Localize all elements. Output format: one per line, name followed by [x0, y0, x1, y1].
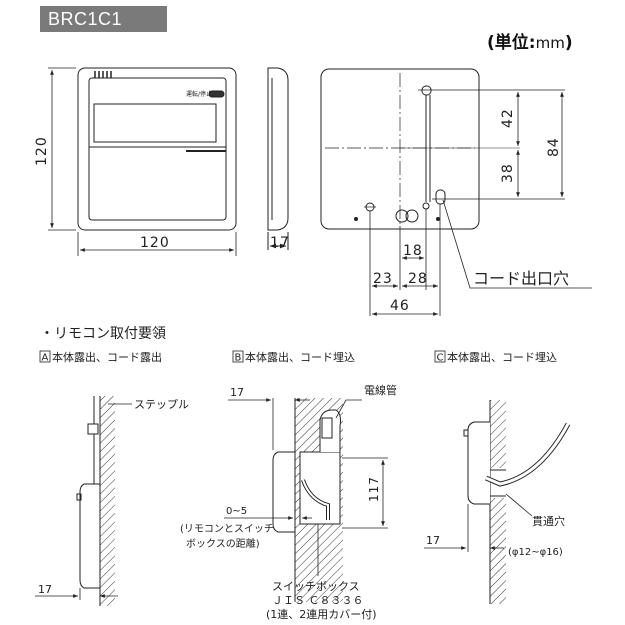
- method-a-caption: A 本体露出、コード露出: [39, 350, 162, 364]
- vent-slots: [94, 71, 112, 78]
- back-dim-46: 46: [390, 298, 410, 314]
- back-dim-38: 38: [500, 163, 516, 183]
- center-mounting-hole: [422, 202, 430, 210]
- model-badge: BRC1C1: [40, 6, 167, 32]
- switch-box-standard: ＪＩＳ Ｃ８３３６: [272, 594, 364, 607]
- staple-label: ステップル: [134, 398, 189, 411]
- knockout-hole-left: [395, 209, 409, 223]
- cord-exit-hole: [435, 189, 446, 205]
- method-c-remote-body: [467, 421, 490, 505]
- front-outer-frame: [77, 67, 237, 231]
- method-c-drawing: [463, 400, 571, 604]
- run-stop-button: [208, 90, 225, 98]
- method-b-dim-17-value: 17: [230, 386, 244, 399]
- front-inner-frame: [88, 77, 227, 221]
- method-b-remote-body: [272, 451, 295, 533]
- back-dim-42: 42: [500, 108, 516, 128]
- method-c-badge: C: [437, 353, 444, 364]
- method-b-dim-17: [228, 398, 310, 450]
- method-c-dim-17-value: 17: [426, 534, 440, 547]
- back-view: [320, 68, 480, 230]
- unit-note-prefix: (単位:: [487, 33, 536, 53]
- method-b-dim-117-value: 117: [367, 476, 381, 502]
- method-a-dim-17-value: 17: [38, 583, 52, 596]
- conduit: [319, 409, 341, 452]
- back-dim-23: 23: [373, 271, 393, 287]
- method-b-drawing: [272, 398, 343, 602]
- method-a-badge: A: [42, 353, 49, 364]
- through-hole-label: 貫通穴: [532, 514, 565, 528]
- top-mounting-hole: [421, 85, 432, 96]
- back-dim-28: 28: [408, 271, 428, 287]
- side-depth-value: 17: [270, 235, 290, 251]
- method-a-caption-text: 本体露出、コード露出: [52, 350, 162, 364]
- method-a-dim-17: [35, 588, 118, 600]
- method-c-wall: [490, 400, 506, 604]
- install-section-title: ・リモコン取付要領: [40, 325, 166, 342]
- lcd-display: [93, 103, 217, 143]
- front-view: [77, 67, 237, 231]
- method-c-dim-17: [424, 504, 504, 552]
- run-stop-label: 運転/停止: [186, 90, 212, 98]
- back-bottom-dimensions: [369, 204, 441, 316]
- method-c-caption: C 本体露出、コード埋込: [434, 350, 557, 364]
- model-name: BRC1C1: [48, 9, 123, 29]
- through-hole-spec: (φ12~φ16): [508, 547, 563, 558]
- unit-note: (単位:mm): [487, 28, 573, 53]
- gap-label: 0~5: [226, 506, 247, 517]
- side-view: [267, 67, 289, 250]
- front-height-value: 120: [34, 136, 50, 166]
- method-a-drawing: [76, 396, 132, 606]
- method-a-wall: [100, 396, 115, 606]
- back-right-dimensions: [400, 89, 565, 200]
- back-dim-84: 84: [546, 137, 562, 157]
- method-a-remote-body: [79, 483, 100, 589]
- cord-hole-label: コード出口穴: [473, 269, 569, 288]
- cord-hole-leader: [442, 199, 592, 289]
- side-profile: [267, 67, 289, 231]
- front-width-value: 120: [140, 235, 170, 251]
- front-width-dimension: [77, 232, 237, 256]
- conduit-label: 電線管: [364, 383, 397, 397]
- switch-box-label: スイッチボックス: [272, 580, 360, 593]
- switch-box-cover-note: (1連、2連用カバー付): [266, 607, 377, 621]
- front-height-dimension: [48, 67, 76, 231]
- gap-note-line-2: ボックスの距離): [186, 537, 260, 550]
- method-b-badge: B: [235, 353, 242, 364]
- back-dim-18: 18: [403, 243, 423, 259]
- method-b-caption: B 本体露出、コード埋込: [232, 350, 355, 364]
- method-b-caption-text: 本体露出、コード埋込: [245, 350, 355, 364]
- method-c-caption-text: 本体露出、コード埋込: [447, 350, 557, 364]
- method-b-dim-117: [342, 457, 388, 529]
- unit-note-unit: mm: [535, 34, 565, 52]
- staple-icon: [87, 423, 99, 435]
- unit-note-suffix: ): [564, 33, 573, 53]
- gap-note-line-1: (リモコンとスイッチ: [180, 523, 274, 535]
- knockout-hole-right: [405, 209, 419, 223]
